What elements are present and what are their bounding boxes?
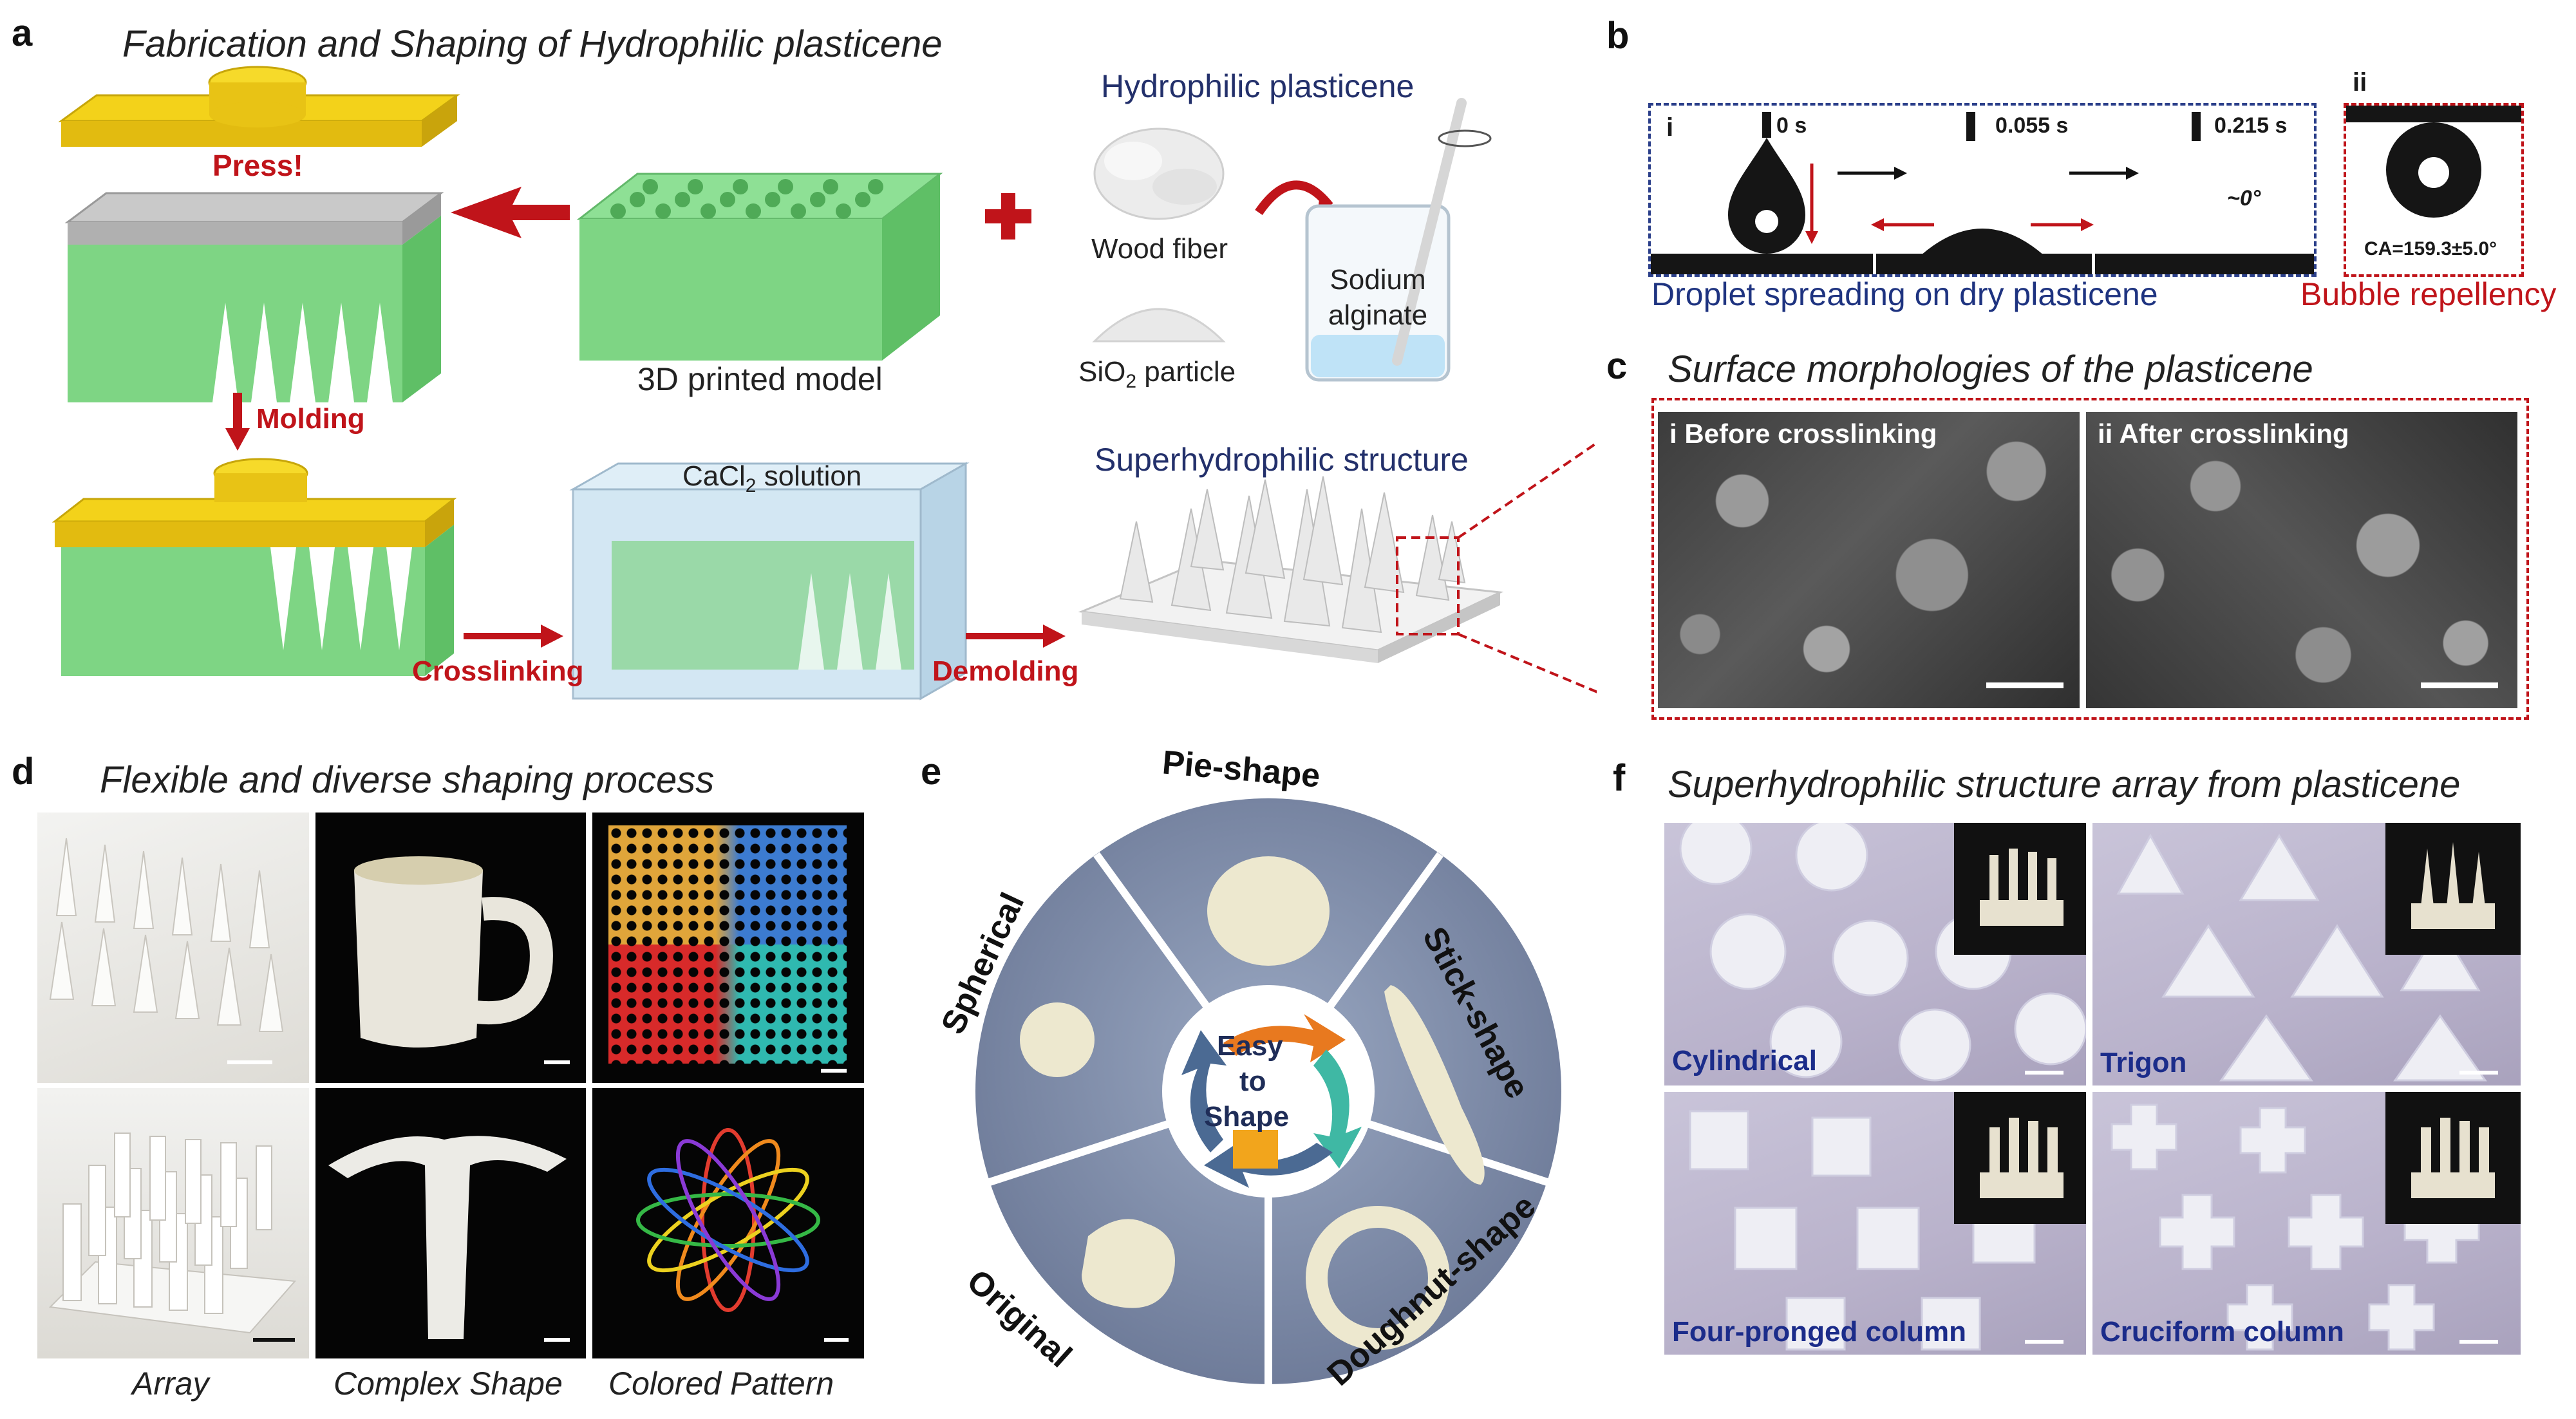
photo-cup — [315, 813, 586, 1083]
scale-bar — [544, 1060, 570, 1064]
pillar-array-drawing — [48, 1132, 297, 1334]
scale-bar — [2459, 1340, 2498, 1344]
tile-label-cylindrical: Cylindrical — [1672, 1045, 1817, 1076]
panel-d-title: Flexible and diverse shaping process — [100, 759, 715, 801]
superhydrophilic-structure-label: Superhydrophilic structure — [1095, 442, 1469, 478]
model-caption: 3D printed model — [637, 361, 883, 397]
panel-b-label: b — [1606, 15, 1630, 57]
tile-cylindrical: Cylindrical — [1664, 823, 2086, 1085]
scale-bar — [2025, 1340, 2064, 1344]
tile-label-four-pronged: Four-pronged column — [1672, 1316, 1967, 1348]
inset-3d-model — [1954, 823, 2086, 955]
alginate-label: alginate — [1328, 299, 1428, 331]
sub-ii-label: ii — [2353, 68, 2367, 97]
photo-colored-flower — [592, 1088, 864, 1358]
photo-pillar-array — [37, 1088, 309, 1358]
cone-array-drawing — [49, 838, 284, 1032]
time-1-label: 0.055 s — [1995, 113, 2069, 138]
scale-bar — [253, 1338, 295, 1342]
sio2-label: SiO2 particle — [1078, 356, 1236, 392]
press-label: Press! — [212, 149, 303, 182]
caption-array: Array — [132, 1366, 209, 1402]
contact-angle-label: CA=159.3±5.0° — [2364, 238, 2497, 259]
center-shape: Shape — [1204, 1101, 1290, 1132]
panel-f-title: Superhydrophilic structure array from pl… — [1668, 764, 2461, 805]
panel-d-label: d — [12, 751, 35, 793]
scale-bar — [227, 1060, 272, 1064]
scale-bar — [824, 1338, 849, 1342]
photo-colored-lattice — [592, 813, 864, 1083]
tile-four-pronged: Four-pronged column — [1664, 1092, 2086, 1355]
caption-colored-pattern: Colored Pattern — [608, 1366, 834, 1402]
tile-label-cruciform: Cruciform column — [2100, 1316, 2344, 1348]
panel-a-title: Fabrication and Shaping of Hydrophilic p… — [122, 23, 943, 65]
crosslinking-label: Crosslinking — [412, 655, 584, 687]
droplet-spreading-frame: i 0 s 0.055 s 0.215 s ~0° — [1648, 103, 2317, 277]
sodium-label: Sodium — [1330, 264, 1426, 296]
scale-bar — [821, 1069, 847, 1073]
droplet-sequence — [1651, 112, 2314, 274]
wood-fiber-label: Wood fiber — [1091, 233, 1228, 265]
sem-frame — [1651, 398, 2529, 720]
shaping-wheel — [975, 798, 1561, 1384]
lattice-holes — [608, 825, 847, 1064]
trigon-array — [2116, 833, 2487, 1082]
droplet-caption: Droplet spreading on dry plasticene — [1651, 276, 2158, 312]
cacl2-label: CaCl2 solution — [682, 460, 862, 496]
sem-before-label: i Before crosslinking — [1669, 418, 1937, 449]
tree-drawing — [328, 1136, 567, 1339]
inset-3d-model — [1954, 1092, 2086, 1224]
tile-label-trigon: Trigon — [2100, 1047, 2187, 1078]
angle-label: ~0° — [2227, 186, 2261, 211]
time-2-label: 0.215 s — [2214, 113, 2288, 138]
panel-e-label: e — [921, 751, 942, 793]
photo-tree-shape — [315, 1088, 586, 1358]
scale-bar — [2421, 682, 2498, 688]
caption-complex-shape: Complex Shape — [334, 1366, 563, 1402]
photo-cone-array — [37, 813, 309, 1083]
fabrication-illustration — [52, 66, 1597, 700]
center-easy: Easy — [1217, 1030, 1283, 1062]
bubble-caption: Bubble repellency — [2300, 276, 2557, 312]
scale-bar — [2459, 1071, 2498, 1075]
flower-drawing — [636, 1128, 820, 1312]
inset-3d-model — [2385, 823, 2521, 955]
panel-c-label: c — [1606, 345, 1628, 387]
bubble-image — [2346, 106, 2521, 218]
sub-i-label: i — [1666, 113, 1674, 142]
center-to: to — [1239, 1066, 1266, 1097]
panel-c-title: Surface morphologies of the plasticene — [1668, 348, 2313, 390]
cup-drawing — [354, 856, 553, 1048]
tile-cruciform: Cruciform column — [2092, 1092, 2521, 1355]
sem-after-label: ii After crosslinking — [2098, 418, 2349, 449]
panel-a-label: a — [12, 12, 33, 54]
demolding-label: Demolding — [932, 655, 1079, 687]
four-pronged-array — [1689, 1110, 2036, 1351]
scale-bar — [2025, 1071, 2064, 1075]
plasticene-title: Hydrophilic plasticene — [1101, 68, 1415, 104]
sem-after-crosslinking: ii After crosslinking — [2086, 412, 2517, 708]
bubble-frame: ii CA=159.3±5.0° — [2344, 68, 2524, 277]
scale-bar — [1986, 682, 2064, 688]
scale-bar — [544, 1338, 570, 1342]
time-0-label: 0 s — [1776, 113, 1807, 138]
panel-f-label: f — [1613, 757, 1626, 799]
tile-trigon: Trigon — [2092, 823, 2521, 1085]
sem-before-crosslinking: i Before crosslinking — [1658, 412, 2080, 708]
inset-3d-model — [2385, 1092, 2521, 1224]
molding-label: Molding — [256, 403, 365, 435]
